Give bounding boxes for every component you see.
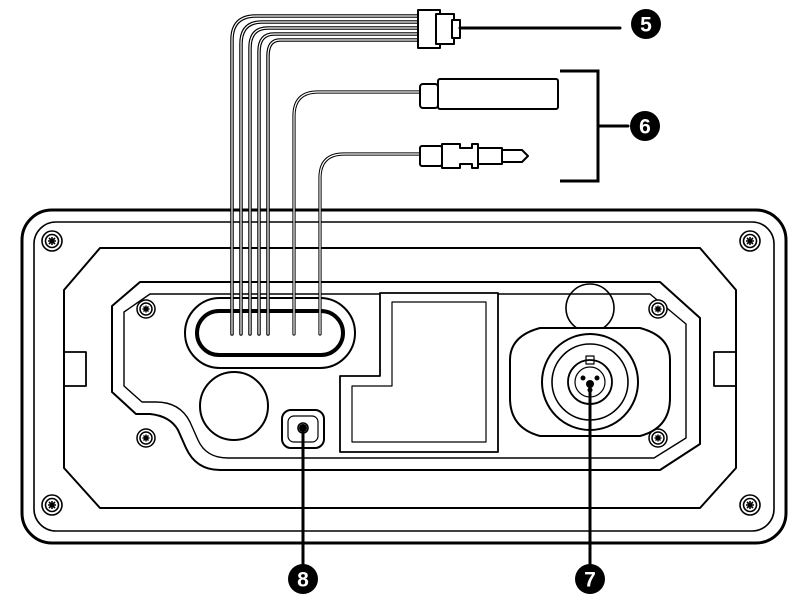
connector-pin <box>595 376 599 380</box>
multi-pin-connector-tab <box>452 20 460 38</box>
pin-plug-shaft <box>478 148 502 164</box>
screw-icon <box>137 300 155 318</box>
pin-plug-tip <box>502 150 528 162</box>
coaxial-plug-boot <box>420 84 438 108</box>
screw-icon <box>740 231 760 251</box>
screw-icon <box>42 495 62 515</box>
screw-icon <box>137 429 155 447</box>
callout-7-label: 7 <box>584 569 596 592</box>
grommet-outer <box>185 298 355 368</box>
pin-plug-grip <box>442 144 478 168</box>
multi-pin-connector <box>418 10 460 48</box>
callout-6-label: 6 <box>639 116 651 139</box>
callout-7: 7 <box>575 564 605 594</box>
pin-plug-boot <box>420 146 442 166</box>
leader-dot-8 <box>299 424 307 432</box>
callout-8: 8 <box>288 564 318 594</box>
callout-6: 6 <box>630 111 660 141</box>
screw-icon <box>649 300 667 318</box>
connector-pin <box>581 376 585 380</box>
coaxial-plug <box>420 79 558 109</box>
callout-5: 5 <box>631 9 661 39</box>
coaxial-plug-body <box>438 79 558 109</box>
cable-grommet <box>185 298 355 368</box>
callout-8-label: 8 <box>297 569 309 592</box>
pin-plug <box>420 144 528 168</box>
screw-icon <box>740 495 760 515</box>
callout-5-label: 5 <box>640 14 652 37</box>
callout-bracket <box>560 71 598 181</box>
screw-icon <box>42 231 62 251</box>
leader-dot-7 <box>586 380 594 388</box>
